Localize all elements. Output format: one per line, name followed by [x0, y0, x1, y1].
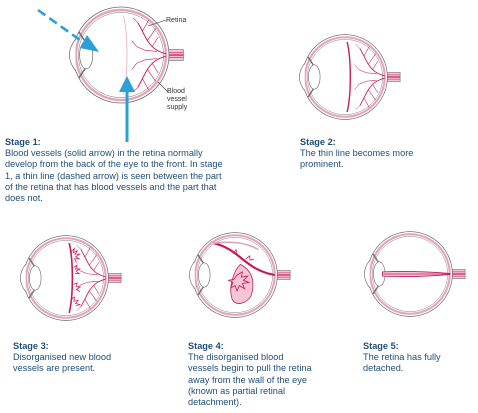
stage-5-caption: Stage 5: The retina has fully detached. [363, 341, 471, 375]
blood-vessel-supply-label: Blood vessel supply [167, 88, 187, 112]
stage-5-text: The retina has fully detached. [363, 352, 441, 373]
retina-label: Retina [166, 17, 186, 24]
stage-4-heading: Stage 4: [188, 341, 314, 352]
stage-2-text: The thin line becomes more prominent. [300, 148, 413, 169]
stage-1-heading: Stage 1: [5, 137, 231, 148]
stage-2-eye [299, 35, 400, 120]
stage-3-heading: Stage 3: [13, 341, 141, 352]
stage-1-text: Blood vessels (solid arrow) in the retin… [5, 148, 223, 203]
stage-1-caption: Stage 1: Blood vessels (solid arrow) in … [5, 137, 231, 204]
stage-3-caption: Stage 3: Disorganised new blood vessels … [13, 341, 141, 375]
stage-4-caption: Stage 4: The disorganised blood vessels … [188, 341, 314, 408]
stage-2-heading: Stage 2: [300, 137, 428, 148]
stage-5-heading: Stage 5: [363, 341, 471, 352]
stage-4-eye [189, 233, 290, 318]
stage-4-text: The disorganised blood vessels begin to … [188, 352, 312, 407]
stage-2-caption: Stage 2: The thin line becomes more prom… [300, 137, 428, 171]
stage-3-text: Disorganised new blood vessels are prese… [13, 352, 111, 373]
stage-3-eye [20, 236, 121, 321]
stage-5-eye [364, 232, 465, 317]
